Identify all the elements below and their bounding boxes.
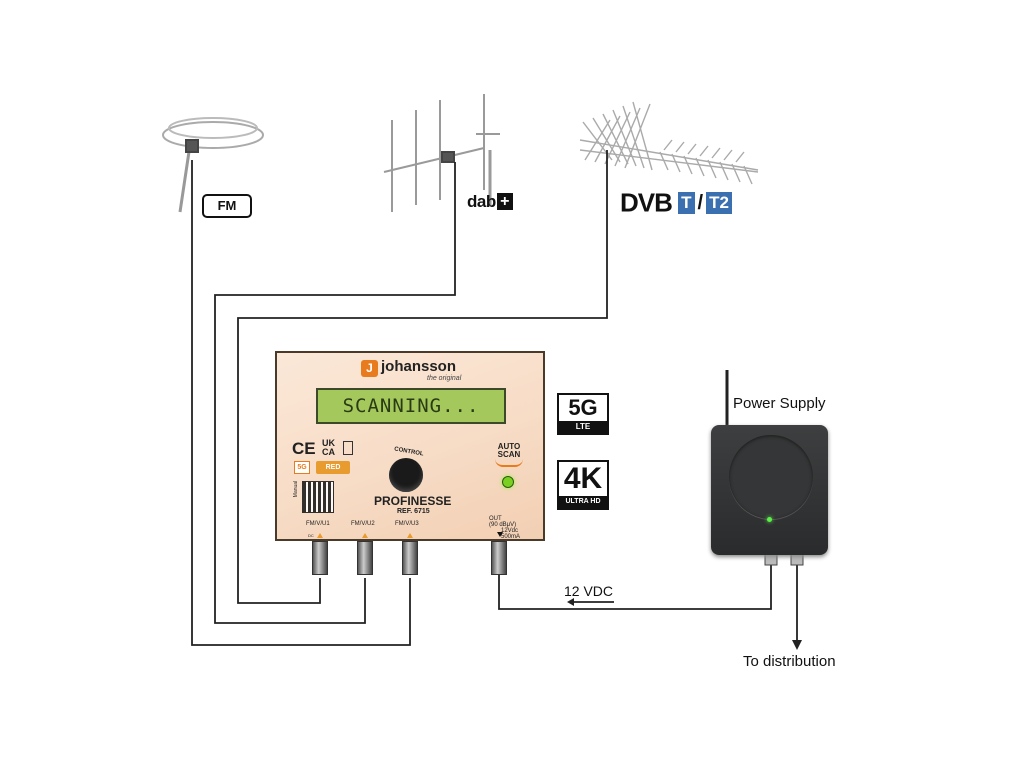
dc-cable — [498, 560, 772, 610]
qr-caption: Manual — [293, 480, 300, 498]
out-triangle-icon — [497, 532, 503, 537]
lcd-display: SCANNING... — [316, 388, 506, 424]
port2-triangle-icon — [362, 533, 368, 538]
output-connector[interactable] — [491, 541, 507, 575]
product-name: PROFINESSE — [374, 494, 452, 508]
out-label-power2: 500mA — [501, 534, 521, 540]
small-5g-badge: 5G — [294, 461, 310, 474]
autoscan-line1: AUTO — [497, 442, 521, 451]
status-led — [502, 476, 514, 488]
5g-badge-text: 5G — [568, 395, 598, 420]
cables — [191, 150, 802, 650]
power-supply-label: Power Supply — [733, 395, 826, 412]
brand-tagline: the original — [427, 375, 462, 382]
port-label-1: FM/V/U1 — [306, 521, 330, 527]
port-label-3: FM/V/U3 — [395, 521, 419, 527]
brand-name: johansson — [381, 358, 457, 375]
port-label-2: FM/V/U2 — [351, 521, 375, 527]
control-knob[interactable] — [389, 458, 423, 492]
autoscan-line2: SCAN — [497, 450, 521, 459]
lte-badge-text: LTE — [559, 421, 607, 433]
4k-ultrahd-badge: 4K ULTRA HD — [557, 460, 609, 510]
out-label-power1: 12Vdc — [501, 528, 519, 534]
dab-logo-text: dab — [467, 191, 496, 211]
dvb-t-badge: T — [678, 192, 695, 215]
brand-logo-icon: J — [361, 360, 378, 377]
input-connector-3[interactable] — [402, 541, 418, 575]
vdc-arrow-head — [567, 598, 574, 606]
port1-dc-label: DC — [308, 533, 314, 538]
power-supply-led — [767, 517, 772, 522]
red-badge: RED — [316, 461, 350, 474]
dvb-t2-badge: T2 — [706, 192, 732, 215]
vdc-label: 12 VDC — [564, 583, 614, 599]
product-ref: REF. 6715 — [397, 508, 430, 515]
fm-antenna — [162, 117, 264, 213]
distribution-label: To distribution — [743, 653, 836, 670]
port3-triangle-icon — [407, 533, 413, 538]
out-label: OUT (90 dBμV) 12Vdc 500mA — [489, 516, 520, 540]
power-supply-disc — [729, 435, 813, 519]
weee-bin-icon — [343, 441, 353, 455]
dab-plus-logo: dab+ — [467, 191, 513, 213]
distribution-arrow — [792, 640, 802, 650]
4k-badge-text: 4K — [563, 462, 603, 495]
autoscan-arc-icon — [495, 459, 523, 467]
dvb-logo: DVB T/T2 — [620, 186, 732, 219]
power-supply-unit — [711, 425, 828, 555]
dvb-cable — [237, 150, 608, 604]
brand: J johansson the original — [361, 358, 471, 382]
input-connector-1[interactable] — [312, 541, 328, 575]
dab-antenna — [383, 94, 500, 212]
out-label-title: OUT — [489, 516, 502, 522]
dab-cable — [214, 162, 456, 624]
autoscan-label: AUTO SCAN — [495, 443, 523, 467]
dab-plus-sign: + — [496, 193, 513, 211]
port1-triangle-icon — [317, 533, 323, 538]
dvb-antenna — [579, 101, 759, 185]
control-label: CONTROL — [393, 446, 424, 458]
amplifier-device: J johansson the original SCANNING... CE … — [275, 351, 545, 541]
fm-cable — [191, 160, 411, 646]
5g-lte-badge: 5G LTE — [557, 393, 609, 435]
fm-badge: FM — [202, 194, 252, 218]
ce-mark: CE — [292, 439, 316, 458]
dvb-logo-text: DVB — [620, 187, 673, 218]
ukca-line2: CA — [322, 447, 335, 457]
qr-code — [302, 481, 334, 513]
dvb-separator: / — [697, 191, 704, 214]
ukca-line1: UK — [322, 438, 335, 448]
out-label-level: (90 dBμV) — [489, 522, 517, 528]
input-connector-2[interactable] — [357, 541, 373, 575]
ultrahd-badge-text: ULTRA HD — [559, 496, 607, 508]
